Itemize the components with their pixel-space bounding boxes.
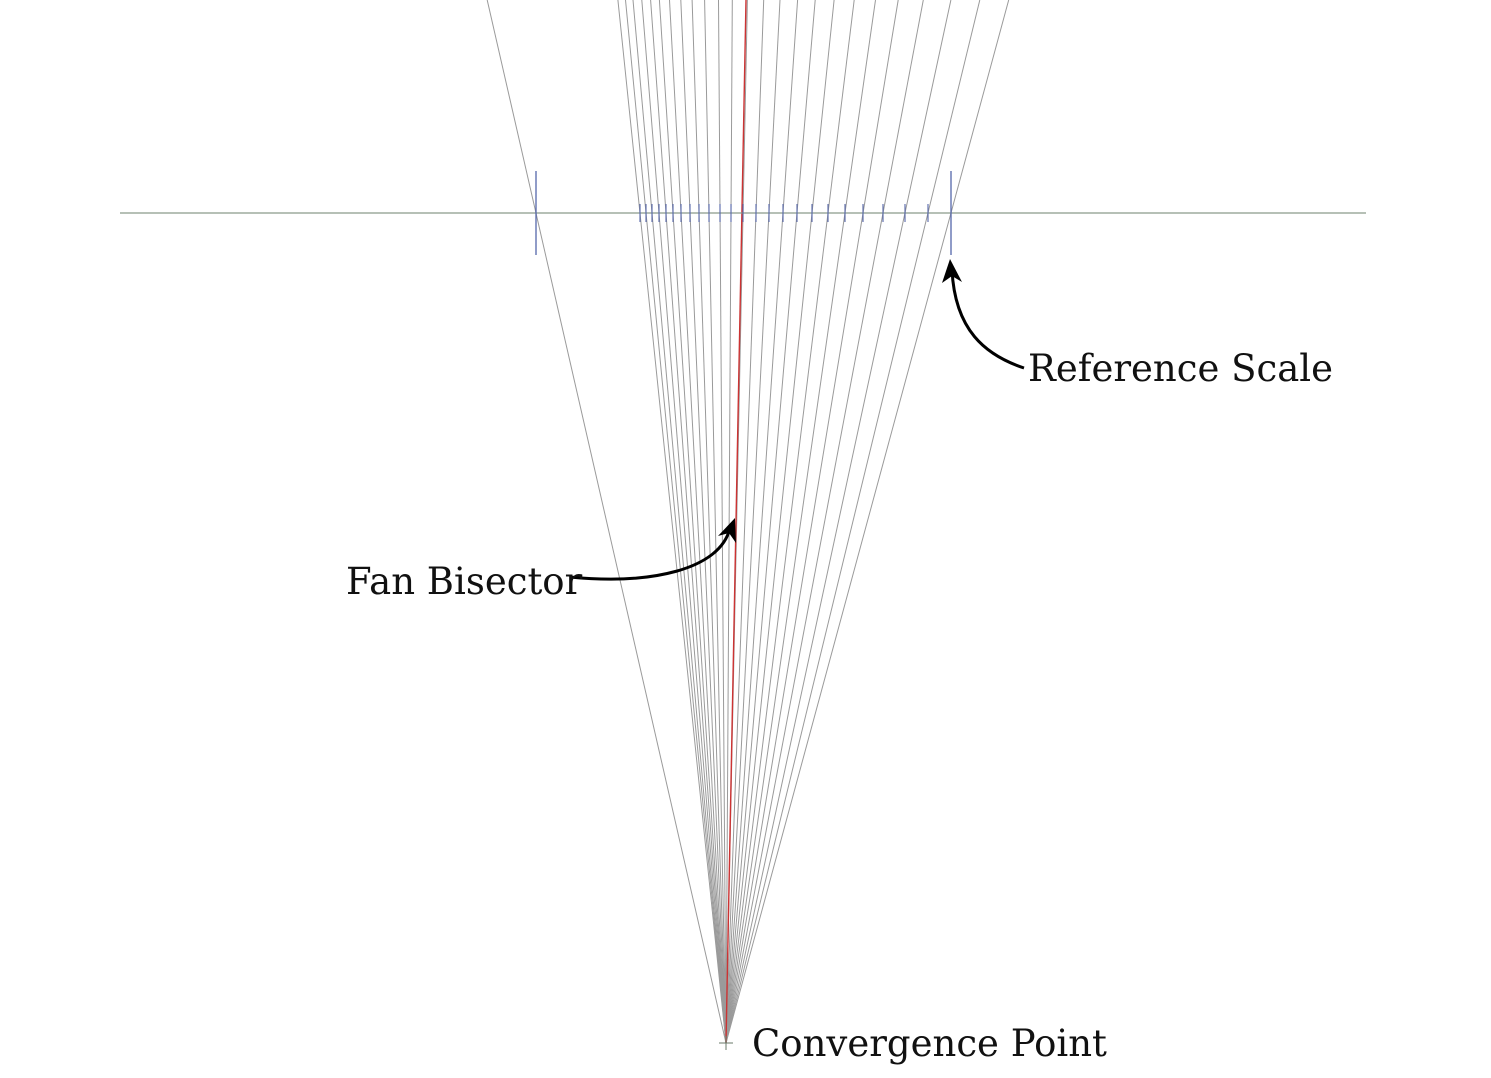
fan-ray	[691, 0, 727, 1044]
fan-ray	[725, 0, 765, 1044]
fan-ray	[680, 0, 727, 1044]
fan-ray	[725, 0, 799, 1044]
fan-ray	[718, 0, 727, 1044]
fan-ray	[486, 0, 727, 1044]
fan-ray	[725, 0, 781, 1044]
fan-ray	[617, 0, 727, 1044]
fan-ray	[658, 0, 727, 1044]
fan-ray	[725, 0, 855, 1044]
fan-rays	[486, 0, 1010, 1044]
fan-ray	[725, 0, 733, 1044]
fan-ray	[641, 0, 727, 1044]
fan-bisector-arrow	[569, 518, 736, 581]
reference-scale-arrow	[942, 259, 1025, 370]
fan-ray	[725, 0, 924, 1044]
reference-scale-ticks	[535, 171, 952, 255]
fan-ray	[725, 0, 816, 1044]
fan-ray	[725, 0, 876, 1044]
fan-ray	[725, 0, 835, 1044]
fan-ray	[725, 0, 952, 1044]
fan-bisector-line	[725, 0, 747, 1044]
fan-ray	[632, 0, 727, 1044]
convergence-point-label: Convergence Point	[752, 1022, 1107, 1065]
fan-ray	[704, 0, 727, 1044]
fan-ray	[725, 0, 899, 1044]
fan-bisector-label: Fan Bisector	[346, 560, 583, 603]
fan-ray	[669, 0, 727, 1044]
fan-ray	[725, 0, 1010, 1044]
convergence-point-marker	[719, 1036, 733, 1050]
reference-scale-label: Reference Scale	[1028, 347, 1333, 390]
fan-ray	[625, 0, 727, 1044]
fan-ray	[725, 0, 981, 1044]
fan-ray	[650, 0, 727, 1044]
